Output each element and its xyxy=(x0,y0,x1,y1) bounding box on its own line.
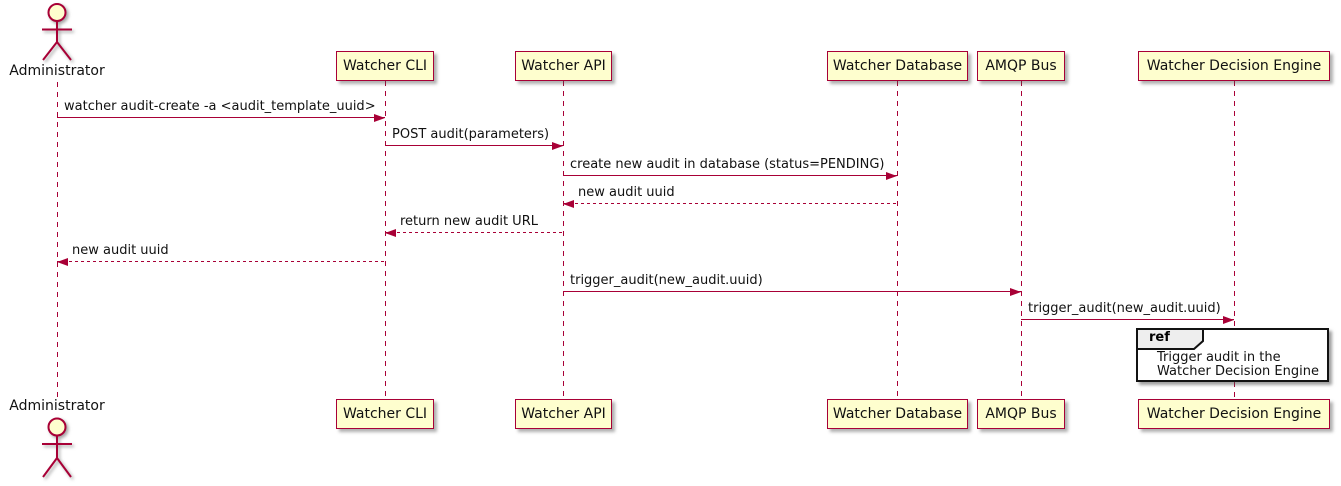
lifeline-watcher-api xyxy=(563,81,564,399)
message-label: create new audit in database (status=PEN… xyxy=(570,157,885,172)
participant-watcher-api-top: Watcher API xyxy=(515,51,612,81)
administrator-label-top: Administrator xyxy=(9,63,105,79)
participant-watcher-decision-engine-bottom: Watcher Decision Engine xyxy=(1138,399,1330,429)
lifeline-administrator xyxy=(57,82,58,398)
message-label: POST audit(parameters) xyxy=(392,127,550,142)
message-post-audit: POST audit(parameters) xyxy=(385,124,563,151)
message-line xyxy=(385,144,563,146)
message-label: return new audit URL xyxy=(400,214,538,229)
ref-keyword: ref xyxy=(1149,330,1170,345)
administrator-actor-icon xyxy=(42,3,72,61)
message-line xyxy=(1021,318,1234,320)
participant-amqp-bus-bottom: AMQP Bus xyxy=(977,399,1065,429)
message-trigger-audit-engine: trigger_audit(new_audit.uuid) xyxy=(1021,298,1234,325)
message-line xyxy=(57,116,385,118)
message-line xyxy=(385,232,563,233)
ref-tab-icon xyxy=(1136,328,1204,350)
arrowhead-icon xyxy=(374,114,385,123)
message-label: new audit uuid xyxy=(72,243,169,258)
message-line xyxy=(563,290,1021,292)
message-label: trigger_audit(new_audit.uuid) xyxy=(570,273,763,288)
lifeline-watcher-decision-engine xyxy=(1234,81,1235,328)
message-line xyxy=(57,261,385,262)
ref-frame: ref Trigger audit in the Watcher Decisio… xyxy=(1136,328,1329,382)
participant-watcher-decision-engine-top: Watcher Decision Engine xyxy=(1138,51,1330,81)
participant-watcher-cli-top: Watcher CLI xyxy=(336,51,434,81)
message-label: watcher audit-create -a <audit_template_… xyxy=(64,99,376,114)
arrowhead-icon xyxy=(552,142,563,151)
message-new-audit-uuid-cli: new audit uuid xyxy=(57,240,385,267)
participant-amqp-bus-top: AMQP Bus xyxy=(977,51,1065,81)
arrowhead-icon xyxy=(563,200,574,209)
participant-watcher-api-bottom: Watcher API xyxy=(515,399,612,429)
message-label: trigger_audit(new_audit.uuid) xyxy=(1028,301,1221,316)
message-line xyxy=(563,174,897,176)
arrowhead-icon xyxy=(57,258,68,267)
arrowhead-icon xyxy=(1223,316,1234,325)
arrowhead-icon xyxy=(886,172,897,181)
arrowhead-icon xyxy=(385,229,396,238)
arrowhead-icon xyxy=(1010,288,1021,297)
administrator-label-bottom: Administrator xyxy=(9,398,105,414)
lifeline-watcher-cli xyxy=(385,81,386,399)
message-create-audit-db: create new audit in database (status=PEN… xyxy=(563,154,897,181)
ref-text: Trigger audit in the Watcher Decision En… xyxy=(1157,351,1323,379)
message-return-audit-url: return new audit URL xyxy=(385,211,563,238)
administrator-actor-icon-bottom xyxy=(42,417,72,478)
lifeline-watcher-database xyxy=(897,81,898,399)
lifeline-watcher-decision-engine-lower xyxy=(1234,382,1235,399)
ref-text-line2: Watcher Decision Engine xyxy=(1157,364,1319,379)
participant-watcher-database-bottom: Watcher Database xyxy=(827,399,968,429)
message-audit-create: watcher audit-create -a <audit_template_… xyxy=(57,96,385,123)
message-new-audit-uuid-db: new audit uuid xyxy=(563,182,897,209)
message-trigger-audit-amqp: trigger_audit(new_audit.uuid) xyxy=(563,270,1021,297)
lifeline-amqp-bus xyxy=(1021,81,1022,399)
participant-watcher-cli-bottom: Watcher CLI xyxy=(336,399,434,429)
message-label: new audit uuid xyxy=(578,185,675,200)
message-line xyxy=(563,203,897,204)
participant-watcher-database-top: Watcher Database xyxy=(827,51,968,81)
ref-text-line1: Trigger audit in the xyxy=(1157,350,1281,365)
